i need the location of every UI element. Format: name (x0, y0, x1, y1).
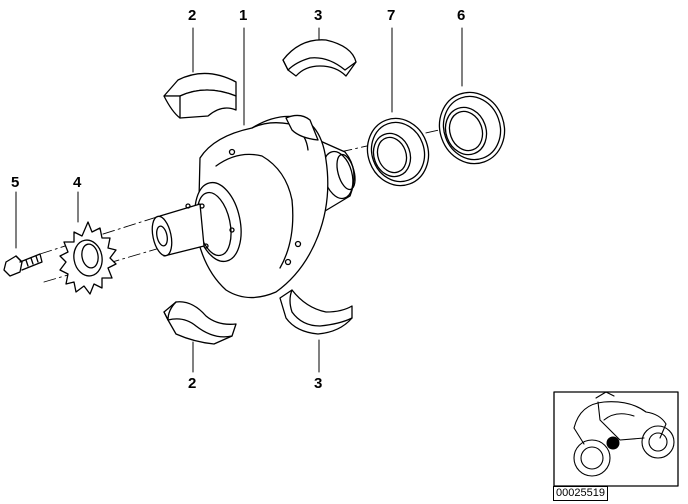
crankshaft (151, 114, 356, 299)
leader-lines (15, 27, 463, 373)
bearing-shell-top-left (163, 72, 237, 119)
sprocket (59, 221, 117, 295)
callout-part-6: 6 (457, 7, 466, 24)
callout-part-7: 7 (387, 7, 396, 24)
motorcycle-icon (573, 391, 675, 477)
callout-part-2-top: 2 (188, 7, 197, 24)
callout-part-1: 1 (239, 7, 248, 24)
callout-part-4: 4 (73, 174, 82, 191)
dot-icon (606, 436, 620, 450)
seal-ring-7 (366, 117, 430, 187)
thumbnail-box (553, 391, 679, 487)
bolt (3, 253, 43, 277)
callout-part-3-bottom: 3 (314, 375, 323, 392)
reference-code: 00025519 (553, 486, 608, 501)
callout-part-2-bottom: 2 (188, 375, 197, 392)
bearing-shell-bottom-left (163, 301, 237, 345)
callout-part-5: 5 (11, 174, 20, 191)
bearing-shell-top-right (282, 39, 357, 77)
callout-part-3-top: 3 (314, 7, 323, 24)
bearing-shell-bottom-right (279, 289, 353, 335)
seal-ring-6 (438, 91, 506, 165)
